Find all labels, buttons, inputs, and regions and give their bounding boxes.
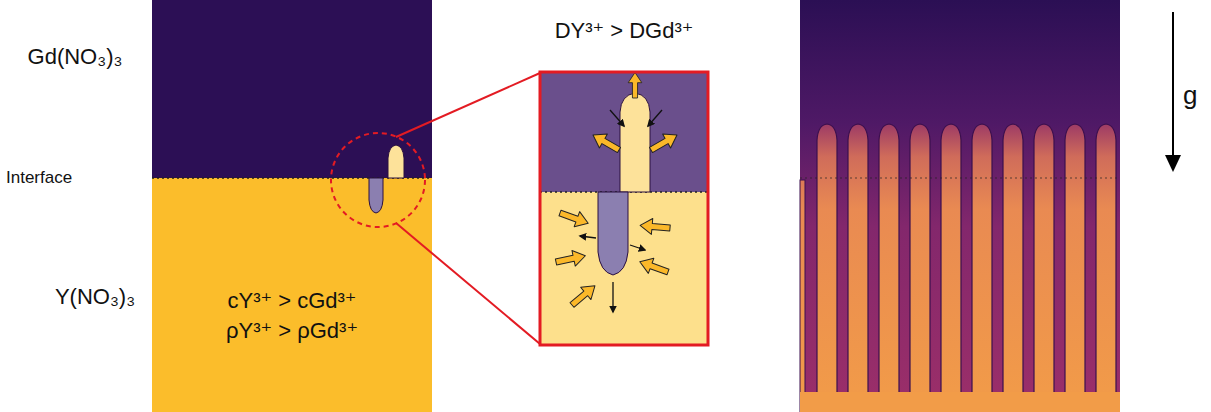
finger	[1096, 124, 1116, 412]
sinking-finger	[369, 178, 383, 213]
zoom-panel: DY³⁺ > DGd³⁺	[540, 72, 708, 345]
diffusion-arrow	[580, 236, 596, 238]
sinking-finger	[598, 192, 628, 275]
diffusion-arrow	[612, 282, 613, 312]
gd-solution	[152, 0, 432, 178]
zoom-box	[540, 72, 708, 345]
diffusion-arrow	[554, 248, 587, 270]
finger	[910, 124, 930, 412]
relation-text: DY³⁺ > DGd³⁺	[540, 18, 708, 44]
diffusion-arrow	[647, 128, 681, 157]
diffusion-arrow	[589, 128, 623, 157]
zoom-line	[396, 73, 540, 137]
finger	[817, 124, 837, 412]
relation-text: cY³⁺ > cGd³⁺	[152, 288, 432, 314]
finger	[1003, 124, 1023, 412]
zoom-gd-region	[540, 72, 708, 192]
finger	[1034, 124, 1054, 412]
diffusion-arrow	[639, 217, 670, 236]
finger	[800, 180, 805, 412]
diffusion-arrow	[610, 110, 624, 126]
rising-finger	[620, 93, 650, 192]
diffusion-arrow	[567, 280, 600, 312]
diffusion-arrow	[557, 205, 591, 230]
zoom-circle	[331, 133, 425, 227]
diffusion-arrow	[648, 110, 662, 126]
finger	[848, 124, 868, 412]
finger	[972, 124, 992, 412]
solution-label: Gd(NO₃)₃	[0, 44, 150, 70]
finger	[941, 124, 961, 412]
gravity-arrow	[1172, 12, 1174, 158]
y-layer	[800, 392, 1120, 412]
solution-label: Y(NO₃)₃	[20, 284, 170, 310]
diffusion-arrow	[637, 254, 671, 279]
diffusion-arrow	[628, 73, 642, 99]
relation-text: ρY³⁺ > ρGd³⁺	[152, 318, 432, 344]
rising-finger	[388, 145, 404, 178]
gravity-arrowhead	[1165, 155, 1181, 172]
interface-label: Interface	[6, 168, 126, 188]
y-solution	[152, 178, 432, 412]
solution-panel: cY³⁺ > cGd³⁺ ρY³⁺ > ρGd³⁺	[152, 0, 432, 412]
mixed-solution	[800, 0, 1120, 412]
y-layer	[800, 392, 1120, 412]
zoom-line	[396, 223, 540, 344]
diffusion-arrow	[630, 245, 645, 250]
gravity-label: g	[1183, 80, 1207, 111]
finger	[879, 124, 899, 412]
interface-line	[800, 177, 1120, 178]
zoom-y-region	[540, 192, 708, 345]
finger	[1065, 124, 1085, 412]
